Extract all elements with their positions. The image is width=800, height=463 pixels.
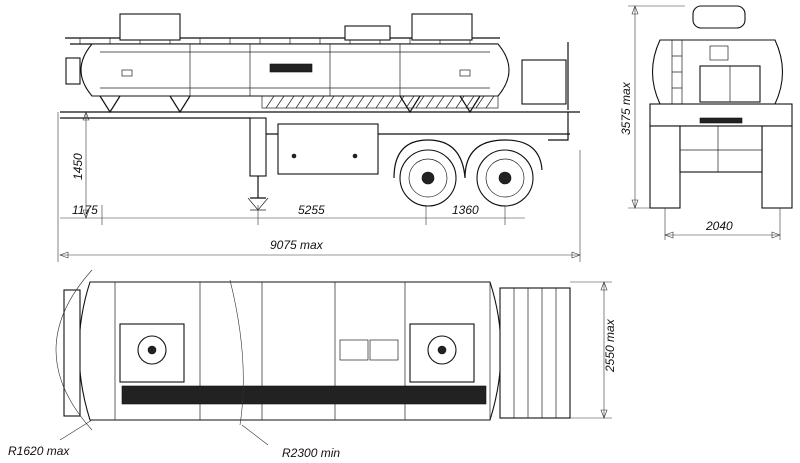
plan-dimensions (570, 281, 612, 419)
plan-view (55, 269, 571, 446)
front-dimensions (628, 5, 781, 240)
overall-width-label: 2550 max (603, 318, 617, 373)
side-dimensions (57, 111, 581, 262)
axle-spread-label: 1360 (452, 203, 479, 217)
overall-height-label: 3575 max (619, 81, 633, 135)
turning-radius-label: R2300 min (282, 446, 340, 460)
front-swing-radius-label: R1620 max (8, 444, 70, 458)
coupling-height-label: 1450 (71, 153, 85, 180)
side-view (60, 13, 580, 211)
front-view (649, 5, 793, 209)
axle-base-label: 5255 (298, 203, 325, 217)
overall-length-label: 9075 max (270, 238, 324, 252)
track-width-label: 2040 (705, 219, 733, 233)
front-overhang-label: 1175 (72, 203, 98, 217)
